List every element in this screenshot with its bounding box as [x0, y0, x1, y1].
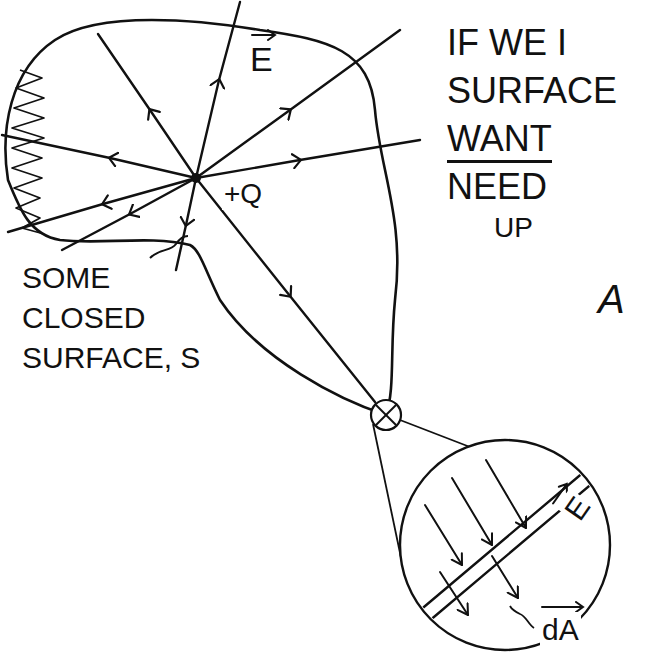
field-line — [196, 178, 375, 402]
field-line — [98, 34, 196, 178]
field-arrow — [486, 460, 526, 528]
leader-line — [510, 606, 534, 628]
field-lines — [2, 2, 420, 402]
note-text: IF WE I — [447, 22, 567, 63]
point-charge — [191, 173, 201, 183]
surface-label: SOME CLOSED SURFACE, S — [22, 261, 200, 374]
area-vector — [492, 556, 518, 598]
surface-label-holder: SOME CLOSED SURFACE, S — [22, 258, 222, 378]
field-line — [196, 30, 400, 178]
note-text-holder: SURFACE — [447, 70, 617, 111]
surface-hatching — [12, 70, 44, 234]
vector-label: E — [250, 40, 273, 79]
zoom-circle — [400, 440, 610, 650]
field-arrow — [452, 478, 492, 545]
vector-label-holder: E — [556, 488, 598, 528]
vector-label-holder: E — [250, 40, 273, 79]
note-text-holder: WANT — [447, 118, 552, 163]
field-arrow — [440, 572, 468, 615]
note-text-holder: A — [598, 276, 625, 322]
field-line — [2, 135, 196, 178]
closed-surface — [5, 20, 397, 415]
surface-element — [418, 460, 598, 612]
note-text: UP — [494, 212, 533, 244]
field-arrow — [425, 505, 462, 565]
vector-label: dA — [540, 612, 581, 647]
vector-label: E — [556, 488, 598, 528]
note-text-holder: NEED — [447, 166, 547, 207]
vector-arrow-path — [542, 602, 583, 612]
field-line — [176, 178, 196, 270]
vector-arrow-path — [252, 30, 275, 40]
zoom-contents — [418, 460, 608, 622]
note-text-holder: UP — [494, 212, 533, 244]
note-text: A — [598, 276, 625, 322]
note-text: WANT — [447, 118, 552, 163]
zoom-projection — [400, 420, 470, 447]
magnify-cross — [376, 405, 396, 425]
magnify-cross — [376, 405, 396, 425]
vector-arrow — [250, 29, 279, 41]
surface-element — [428, 470, 608, 622]
vector-arrow-path — [549, 481, 571, 506]
field-line — [8, 178, 196, 232]
charge-label-holder: +Q — [222, 178, 264, 210]
magnify-spot — [371, 400, 401, 430]
note-text: NEED — [447, 166, 547, 207]
vector-label-holder: dA — [540, 612, 581, 647]
note-text: SURFACE — [447, 70, 617, 111]
field-line — [196, 140, 420, 178]
field-line — [62, 178, 196, 250]
note-text-holder: IF WE I — [447, 22, 567, 63]
charge-label: +Q — [222, 178, 264, 210]
leader-line — [150, 236, 188, 258]
